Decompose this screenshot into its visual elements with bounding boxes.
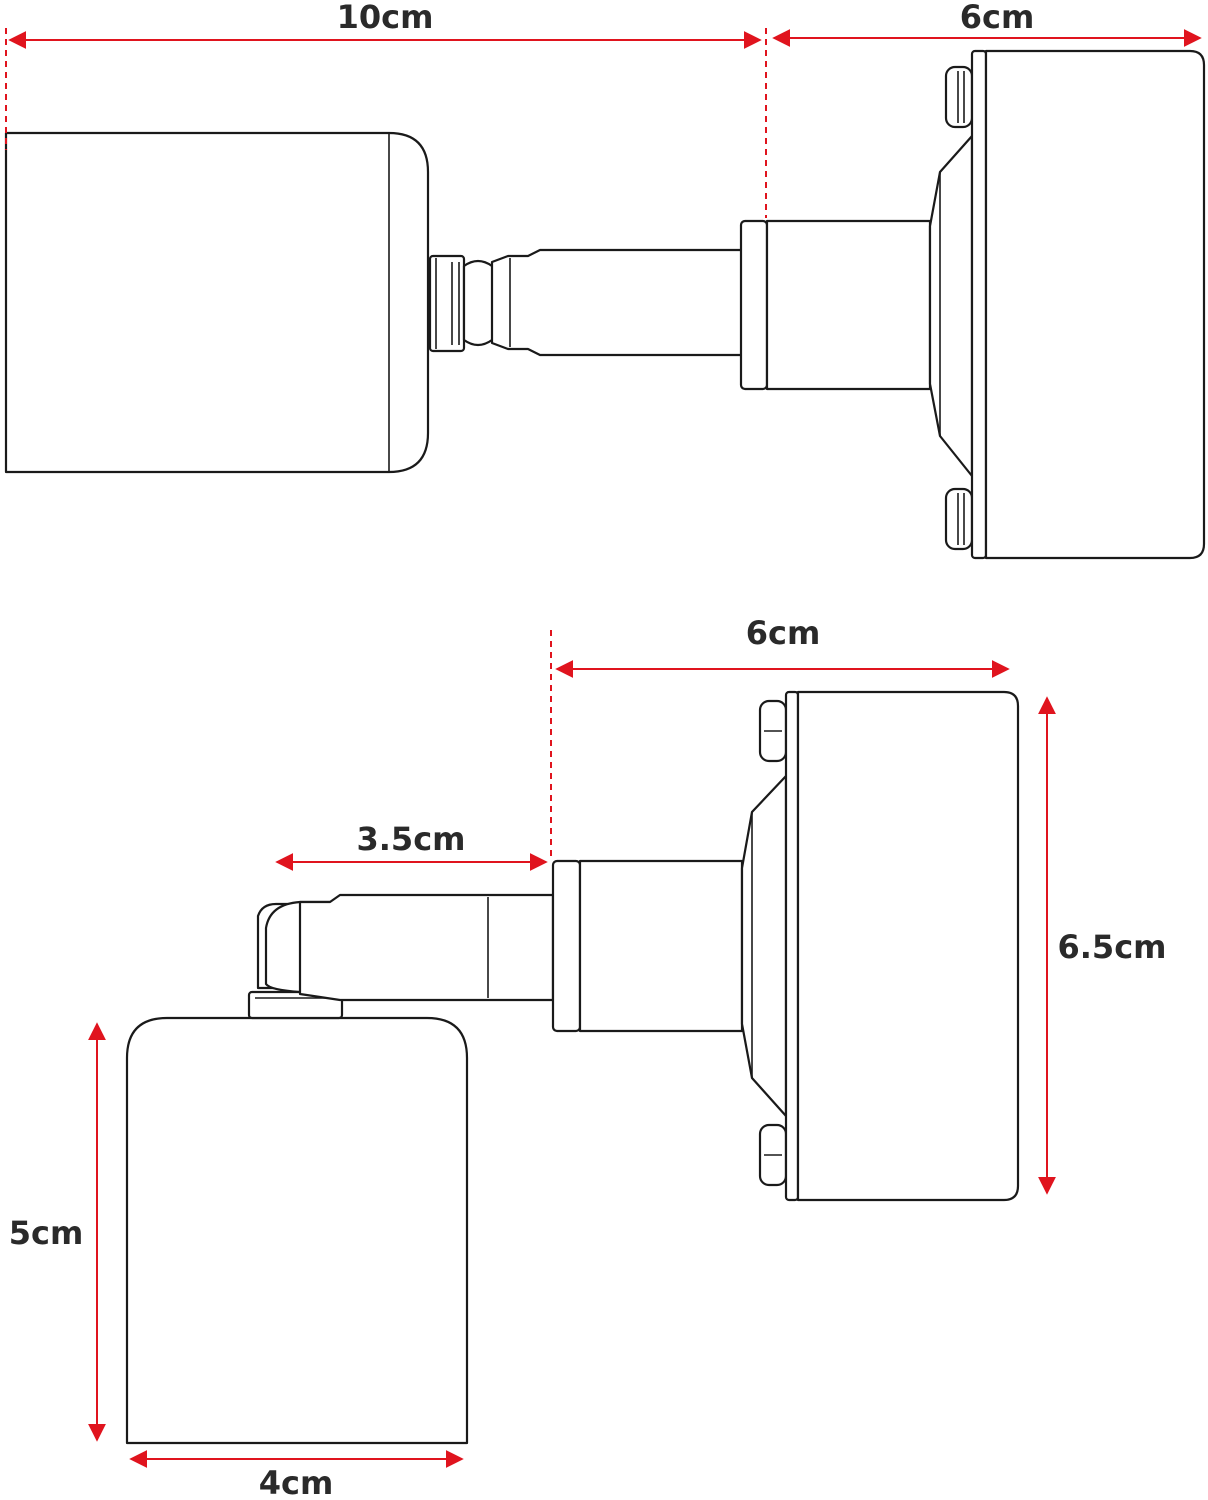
top-base-box bbox=[970, 49, 1206, 560]
side-base-box bbox=[784, 690, 1020, 1202]
side-base-bevel bbox=[740, 774, 788, 1118]
top-lamp-shade bbox=[4, 131, 430, 474]
side-dim-label-lamp-width: 4cm bbox=[259, 1464, 334, 1500]
side-lamp-shade bbox=[125, 1016, 469, 1445]
side-dim-label-lamp-height: 5cm bbox=[9, 1214, 84, 1252]
top-arm bbox=[490, 248, 744, 357]
side-screw-upper bbox=[758, 699, 788, 763]
side-dim-label-arm: 3.5cm bbox=[357, 820, 466, 858]
side-arm bbox=[298, 893, 555, 1002]
side-screw-lower bbox=[758, 1123, 788, 1187]
top-base-bevel bbox=[928, 134, 974, 478]
side-view: 6cm 3.5cm 6.5cm 5cm 4cm bbox=[9, 614, 1167, 1500]
side-dim-label-base-height: 6.5cm bbox=[1058, 928, 1167, 966]
top-view: 10cm 6cm bbox=[4, 0, 1206, 560]
side-dim-label-base-width: 6cm bbox=[746, 614, 821, 652]
top-screw-lower bbox=[944, 487, 974, 551]
top-dim-label-base: 6cm bbox=[960, 0, 1035, 36]
top-collar bbox=[739, 219, 932, 391]
side-collar bbox=[551, 859, 744, 1033]
top-dim-label-length: 10cm bbox=[337, 0, 434, 36]
top-screw-upper bbox=[944, 65, 974, 129]
top-joint-nut bbox=[428, 254, 502, 353]
